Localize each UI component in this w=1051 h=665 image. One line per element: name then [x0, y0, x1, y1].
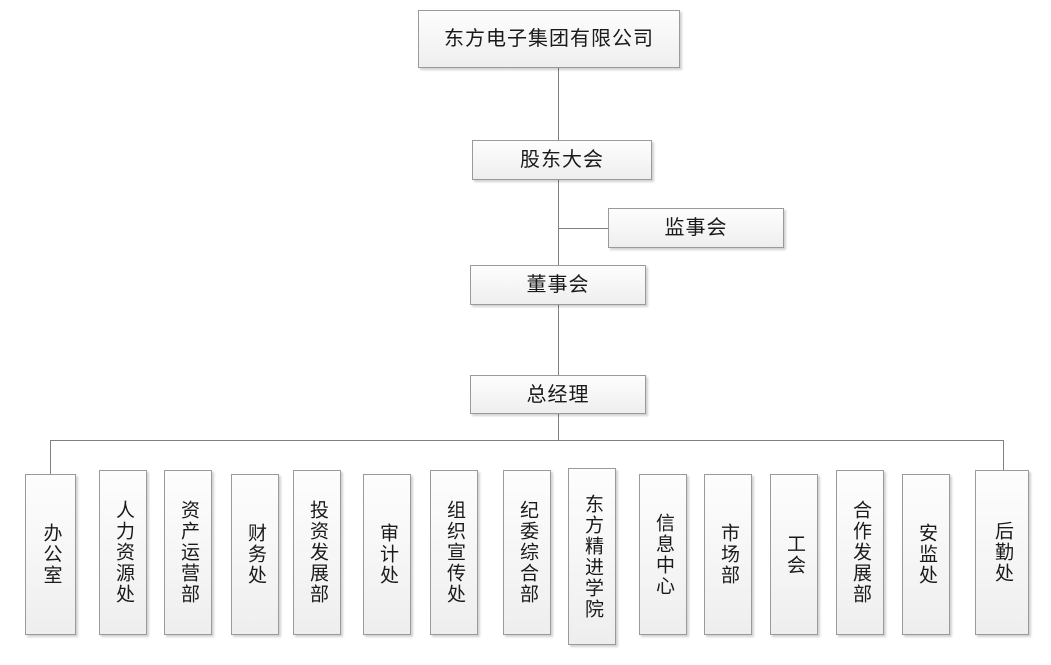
department-office[interactable]: 办公室	[25, 474, 76, 635]
board-of-directors-node[interactable]: 董事会	[470, 265, 646, 305]
company-node-label: 东方电子集团有限公司	[444, 28, 654, 50]
department-logistics[interactable]: 后勤处	[975, 470, 1029, 635]
board-of-supervisors-node[interactable]: 监事会	[608, 208, 784, 248]
department-asset-operations-label: 资产运营部	[178, 500, 200, 605]
connector-bus-to-last-department	[1003, 440, 1004, 470]
shareholders-meeting-label: 股东大会	[520, 149, 604, 171]
department-discipline-inspection-label: 纪委综合部	[517, 500, 539, 605]
general-manager-node[interactable]: 总经理	[470, 375, 646, 414]
department-audit-label: 审计处	[377, 523, 399, 586]
department-information-center[interactable]: 信息中心	[639, 474, 687, 635]
department-organization-publicity[interactable]: 组织宣传处	[430, 470, 478, 635]
department-discipline-inspection[interactable]: 纪委综合部	[503, 470, 551, 635]
department-asset-operations[interactable]: 资产运营部	[164, 470, 212, 635]
department-logistics-label: 后勤处	[992, 521, 1014, 584]
shareholders-meeting-node[interactable]: 股东大会	[472, 140, 652, 180]
department-safety-supervision-label: 安监处	[916, 523, 938, 586]
connector-manager-to-bus	[558, 414, 559, 440]
connector-shareholders-to-directors	[558, 180, 559, 265]
department-marketing[interactable]: 市场部	[704, 474, 752, 635]
department-investment-development-label: 投资发展部	[307, 500, 329, 605]
department-organization-publicity-label: 组织宣传处	[444, 500, 466, 605]
general-manager-label: 总经理	[526, 383, 590, 406]
company-node[interactable]: 东方电子集团有限公司	[418, 10, 680, 68]
department-investment-development[interactable]: 投资发展部	[293, 470, 341, 635]
connector-supervisors-stub	[558, 228, 608, 229]
department-labor-union[interactable]: 工会	[770, 474, 818, 635]
department-audit[interactable]: 审计处	[363, 474, 411, 635]
department-safety-supervision[interactable]: 安监处	[902, 474, 950, 635]
department-finance-label: 财务处	[245, 523, 267, 586]
department-bus-line	[50, 440, 1003, 441]
department-information-center-label: 信息中心	[653, 512, 675, 597]
department-cooperation-development-label: 合作发展部	[850, 500, 872, 605]
department-cooperation-development[interactable]: 合作发展部	[836, 470, 884, 635]
department-finance[interactable]: 财务处	[231, 474, 279, 635]
connector-directors-to-manager	[558, 305, 559, 375]
department-office-label: 办公室	[40, 523, 62, 586]
department-dongfang-academy-label: 东方精进学院	[582, 493, 604, 620]
department-dongfang-academy[interactable]: 东方精进学院	[568, 468, 616, 645]
department-human-resources[interactable]: 人力资源处	[99, 470, 147, 635]
board-of-directors-label: 董事会	[526, 274, 590, 296]
connector-title-to-shareholders	[558, 68, 559, 140]
department-labor-union-label: 工会	[784, 533, 806, 576]
board-of-supervisors-label: 监事会	[664, 217, 728, 239]
connector-bus-to-first-department	[50, 440, 51, 474]
department-human-resources-label: 人力资源处	[113, 500, 135, 605]
department-marketing-label: 市场部	[718, 523, 740, 586]
